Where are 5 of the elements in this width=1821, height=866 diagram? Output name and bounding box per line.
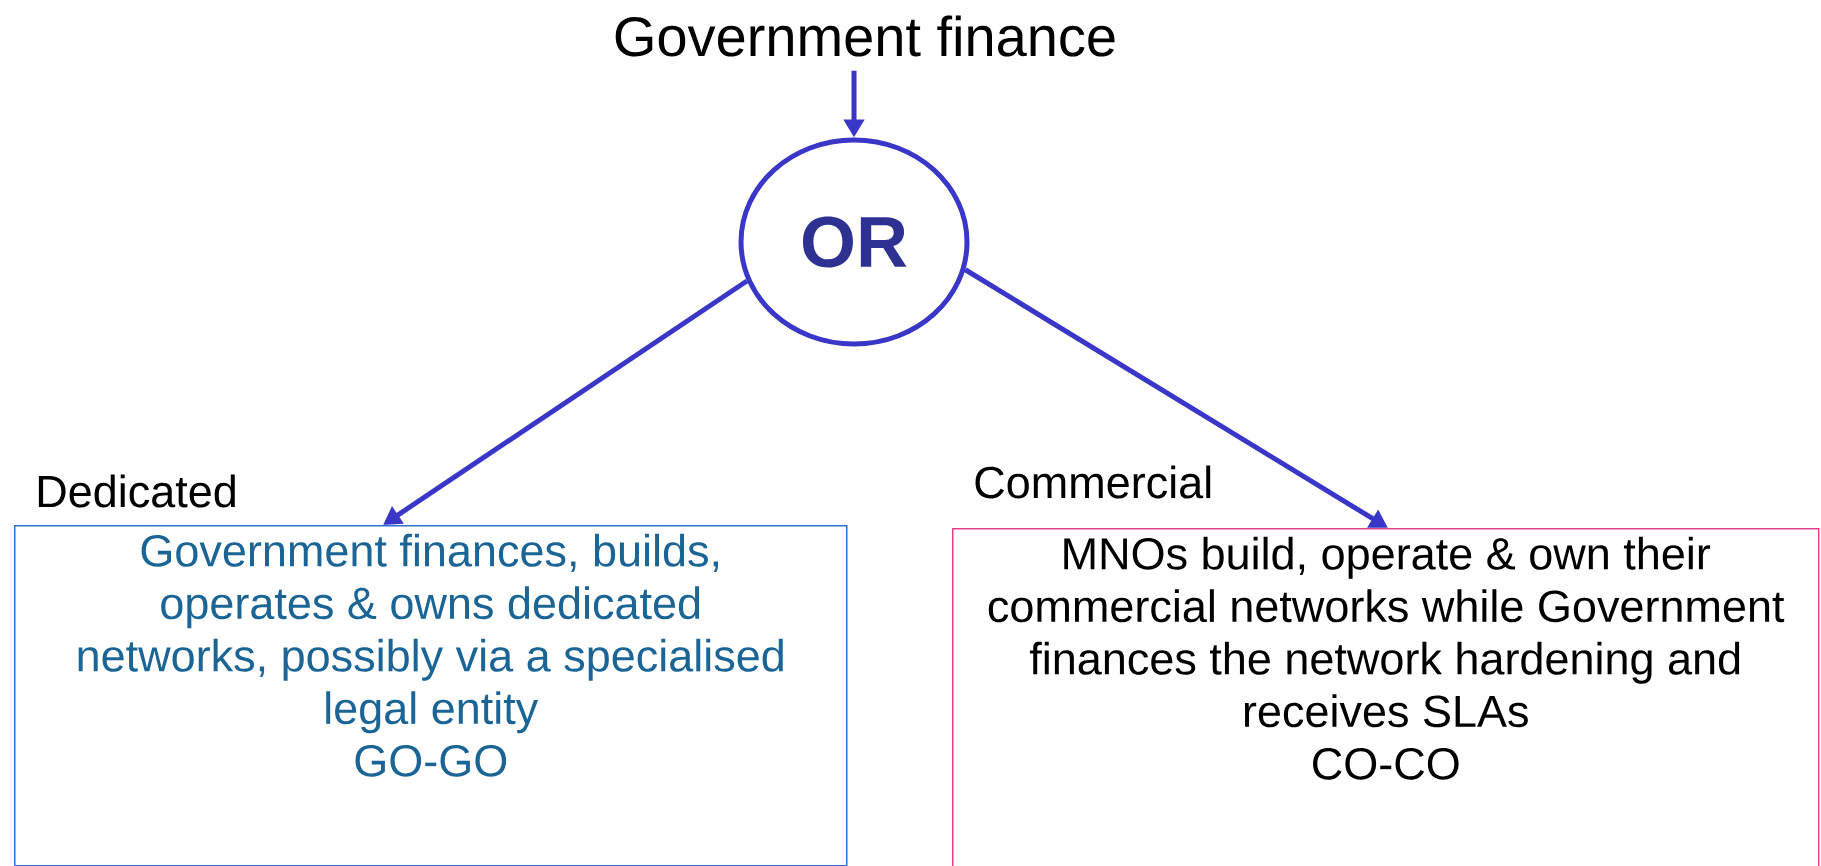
text-box: Government finances, builds, operates & owns dedicated networks, possibly via a specialised legal entity GO-GO [14,525,848,866]
box-heading: Dedicated [38,474,235,508]
title: Government finance [615,15,1115,57]
text-box: MNOs build, operate & own their commercial networks while Government finances the network hardening and receives SLAs CO-CO [952,528,1820,866]
box-heading: Commercial [975,465,1211,499]
